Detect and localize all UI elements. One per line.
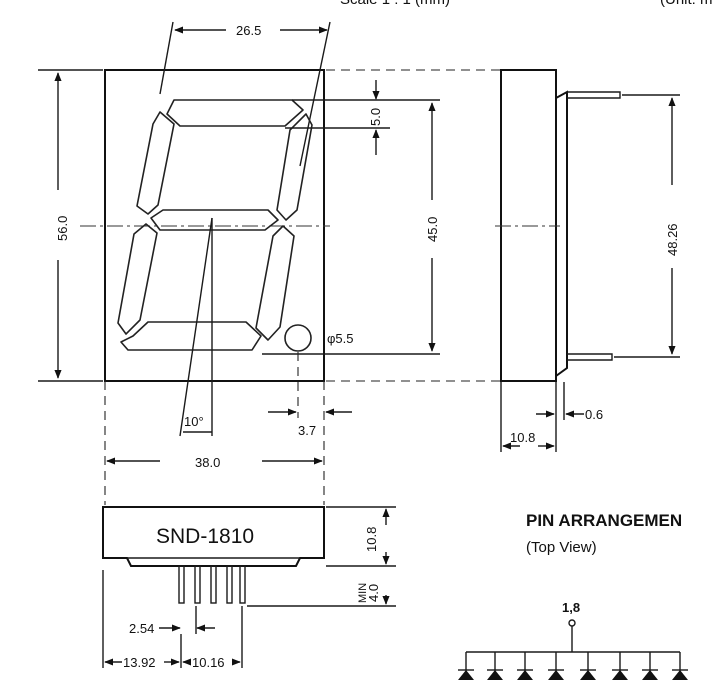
pin-5: [239, 565, 246, 604]
pin-thickness-dimension: 0.6: [585, 407, 603, 422]
led-diode-3: [517, 670, 533, 680]
side-pin-bottom: [567, 353, 613, 361]
common-pin-label: 1,8: [562, 600, 580, 615]
led-diode-1: [458, 670, 474, 680]
side-thickness-dimension: 10.8: [510, 430, 535, 445]
pin-pitch-dimension: 2.54: [129, 621, 154, 636]
pin-arrangement: PIN ARRANGEMEN (Top View) 1,8: [458, 511, 688, 680]
segment-height-dimension: 45.0: [425, 217, 440, 242]
led-diode-6: [612, 670, 628, 680]
dp-offset-dimension: 3.7: [298, 423, 316, 438]
pin-1: [178, 565, 185, 604]
pin-3: [210, 565, 217, 604]
segment-a: [166, 99, 304, 127]
segment-g: [150, 209, 279, 231]
front-view: 26.5 56.0 5.0 45.0: [38, 21, 500, 505]
segment-b: [276, 113, 313, 221]
dp-diameter-label: φ5.5: [327, 331, 354, 346]
slant-angle-label: 10°: [184, 414, 204, 429]
led-diode-8: [672, 670, 688, 680]
bottom-height-dimension: 10.8: [364, 527, 379, 552]
min-label: MIN: [357, 583, 369, 603]
led-diode-4: [548, 670, 564, 680]
height-dimension: 56.0: [55, 216, 70, 241]
led-diode-7: [642, 670, 658, 680]
segment-c: [255, 225, 295, 341]
top-offset-dimension: 5.0: [368, 108, 383, 126]
side-view: 48.26 0.6 10.8: [495, 69, 680, 452]
part-number: SND-1810: [156, 525, 254, 548]
unit-text: (Unit: m: [660, 0, 713, 8]
pin-arrangement-subtitle: (Top View): [526, 539, 597, 556]
pin-2: [194, 565, 201, 604]
decimal-point: [284, 324, 312, 352]
common-pin-terminal: [568, 619, 576, 627]
pin-span-dimension: 48.26: [665, 223, 680, 256]
pin-length-dimension: 4.0: [366, 584, 381, 602]
led-diode-5: [580, 670, 596, 680]
led-diode-2: [487, 670, 503, 680]
pin-arrangement-title: PIN ARRANGEMEN: [526, 511, 682, 530]
scale-text: Scale 1 : 1 (mm): [340, 0, 450, 8]
edge-offset-dimension: 13.92: [123, 655, 156, 670]
segment-e: [117, 223, 158, 335]
bottom-body: [102, 506, 325, 567]
bottom-view: SND-1810 10.8 MIN 4.0 2.54 13.92 10.16: [102, 506, 396, 670]
pin-row-dimension: 10.16: [192, 655, 225, 670]
segment-f: [136, 111, 175, 215]
bottom-width-dimension: 38.0: [195, 455, 220, 470]
pin-4: [226, 565, 233, 604]
width-dimension: 26.5: [236, 23, 261, 38]
segment-d: [120, 321, 262, 351]
side-pin-top: [567, 91, 621, 99]
